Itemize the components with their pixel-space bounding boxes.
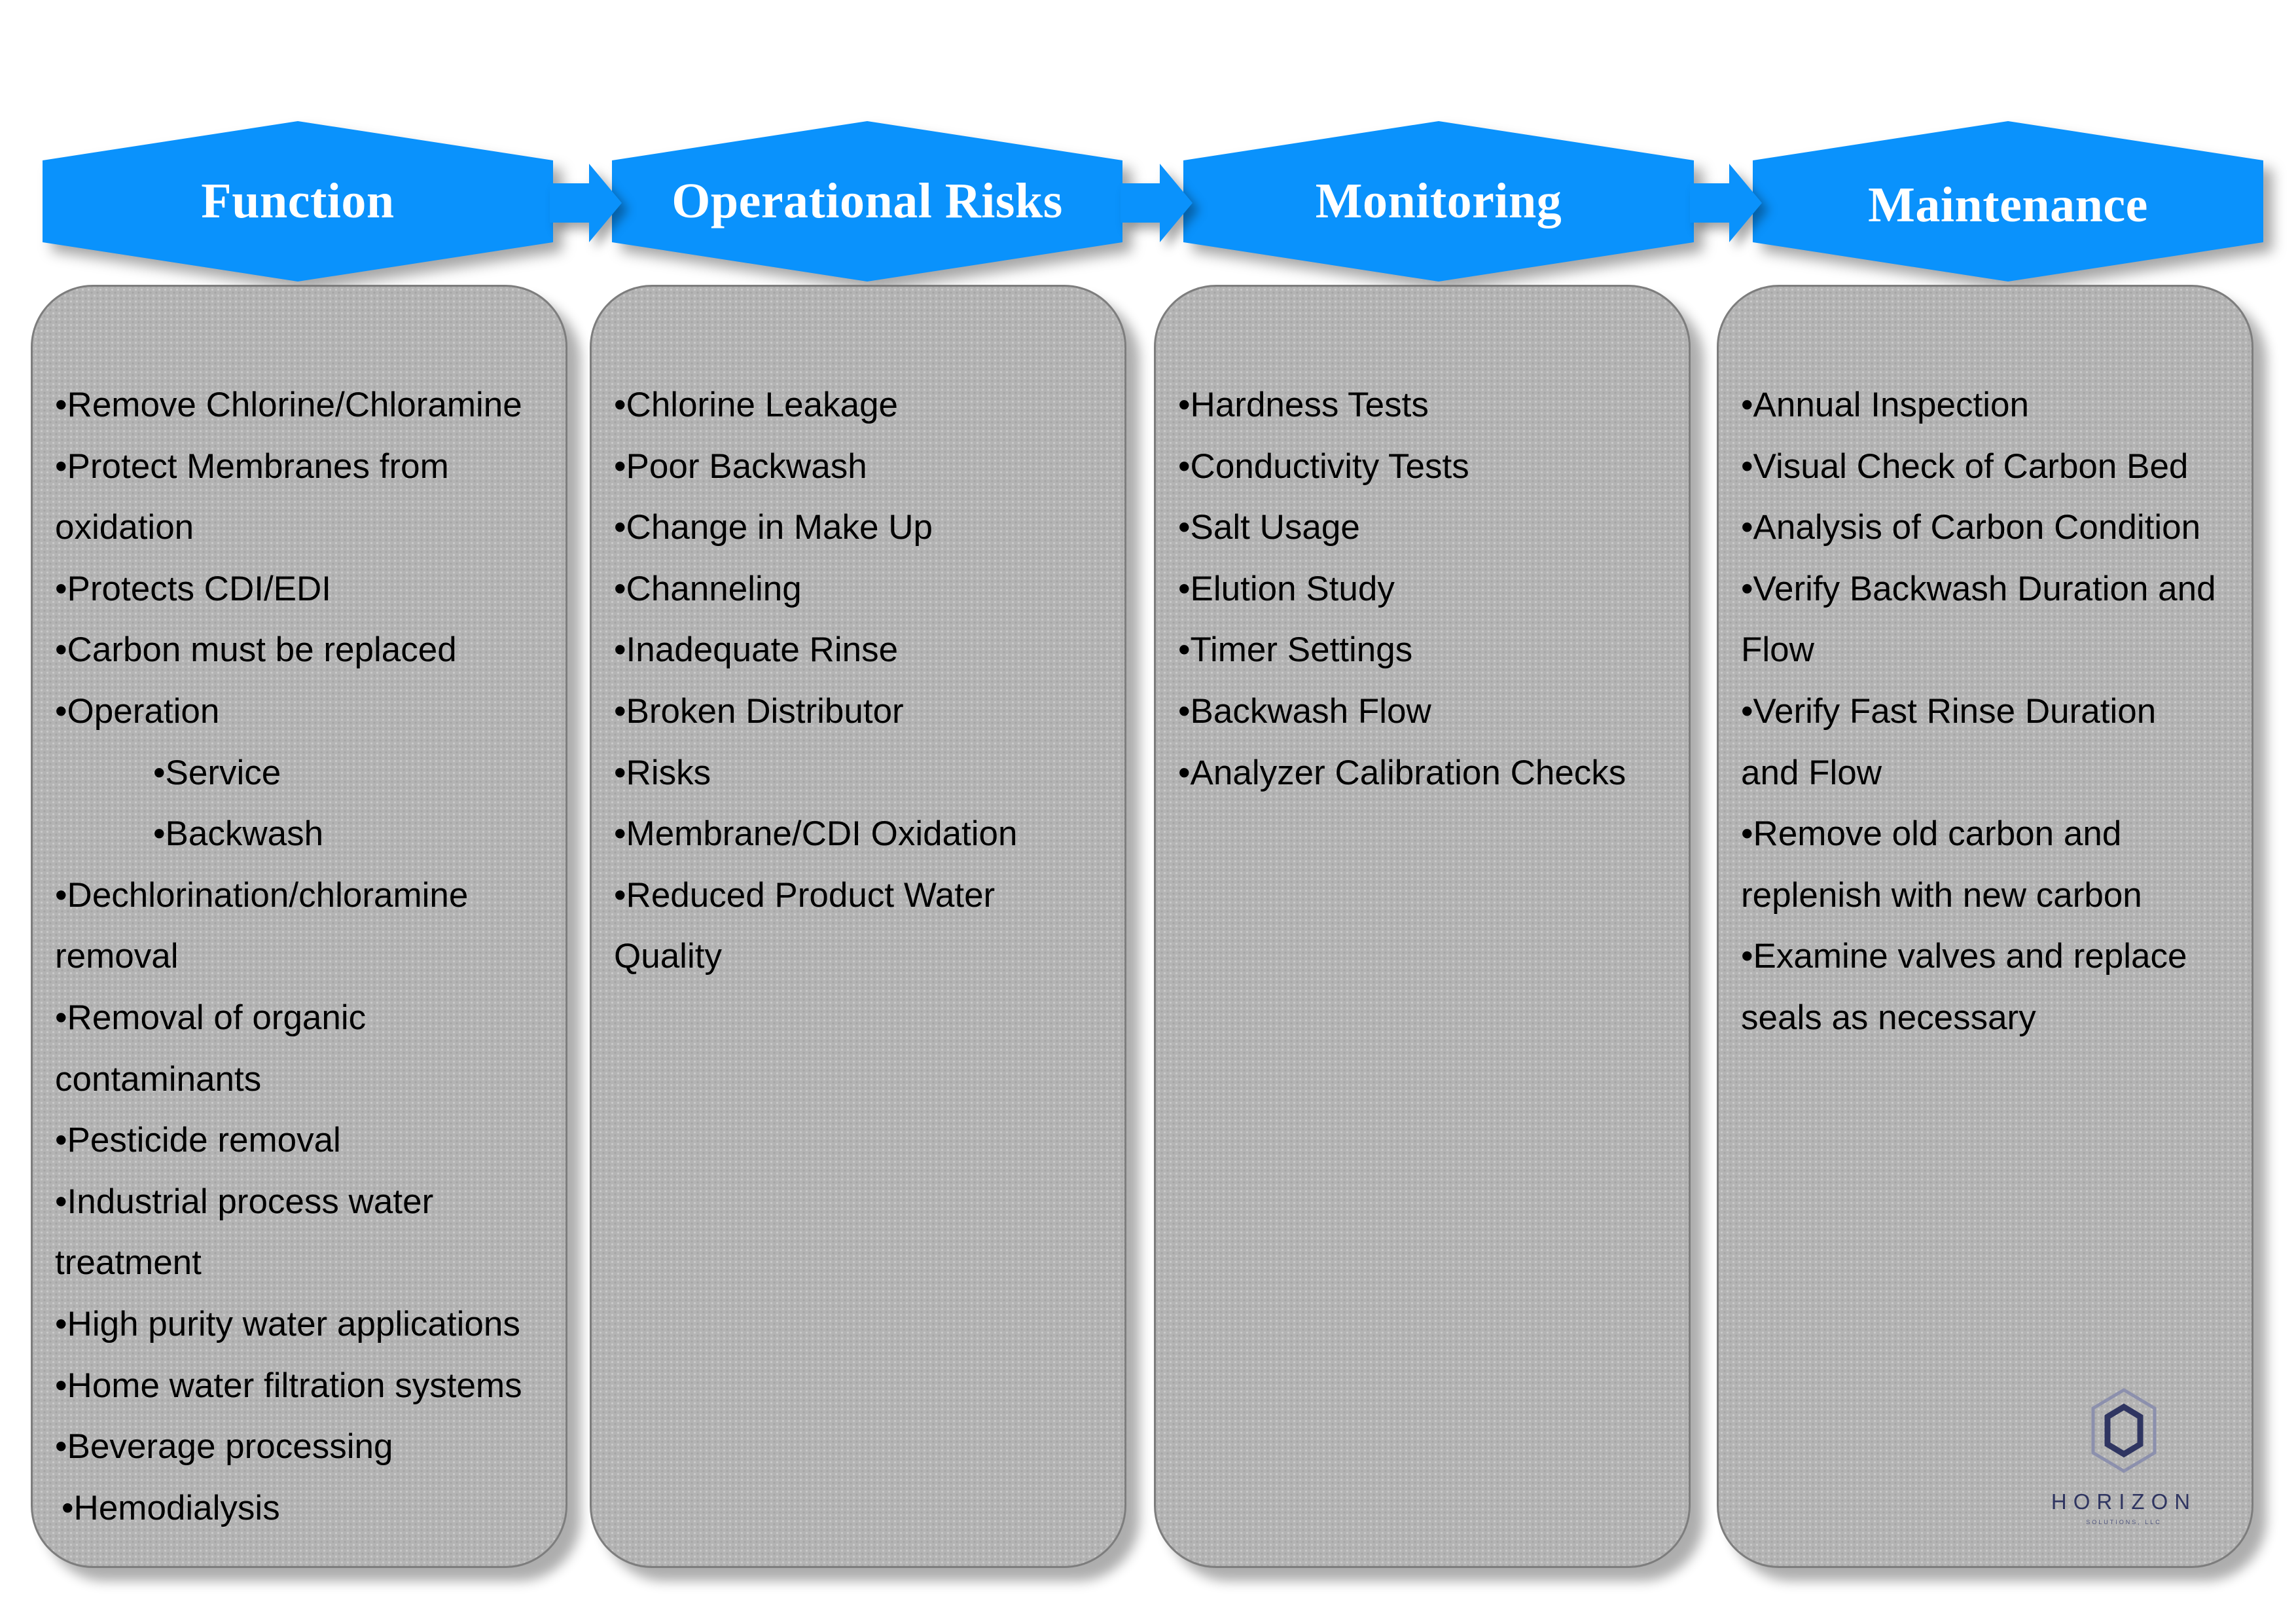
horizon-logo: HORIZON SOLUTIONS, LLC — [2039, 1385, 2209, 1535]
list-item: •Channeling — [614, 569, 802, 608]
list-item: •Remove Chlorine/Chloramine — [55, 386, 522, 424]
list-item: •Verify Backwash Duration and — [1741, 569, 2216, 608]
list-item: •Risks — [614, 753, 711, 792]
list-item: and Flow — [1741, 753, 1882, 792]
list-item: •Industrial process water — [55, 1182, 434, 1221]
monitoring-list: •Hardness Tests •Conductivity Tests •Sal… — [1178, 374, 1676, 803]
operational-risks-list: •Chlorine Leakage •Poor Backwash •Change… — [614, 374, 1111, 987]
list-item: •Examine valves and replace — [1741, 937, 2187, 976]
list-item: •Backwash Flow — [1178, 691, 1431, 731]
list-item: •Protects CDI/EDI — [55, 569, 332, 608]
list-item: Flow — [1741, 630, 1814, 670]
list-item: •Conductivity Tests — [1178, 447, 1469, 486]
list-item: •Hardness Tests — [1178, 386, 1429, 424]
list-item: •Beverage processing — [55, 1427, 393, 1467]
list-item: seals as necessary — [1741, 998, 2036, 1037]
logo-subtext: SOLUTIONS, LLC — [2086, 1519, 2162, 1525]
column-title-monitoring: Monitoring — [1315, 173, 1562, 228]
column-title-maintenance: Maintenance — [1868, 177, 2148, 232]
maintenance-list: •Annual Inspection •Visual Check of Carb… — [1741, 374, 2238, 1049]
list-item: •Operation — [55, 691, 220, 731]
list-item: •Elution Study — [1178, 569, 1395, 608]
list-item: •High purity water applications — [55, 1304, 520, 1343]
list-item: contaminants — [55, 1059, 262, 1099]
list-item: •Remove old carbon and — [1741, 814, 2122, 854]
list-item: •Change in Make Up — [614, 508, 933, 547]
list-item: •Protect Membranes from — [55, 447, 449, 486]
hexagon-logo-icon — [2091, 1388, 2157, 1473]
arrow-connector-1 — [550, 164, 622, 242]
panel-function: •Remove Chlorine/Chloramine •Protect Mem… — [31, 285, 567, 1568]
list-item: •Poor Backwash — [614, 447, 867, 486]
panel-maintenance: •Annual Inspection •Visual Check of Carb… — [1717, 285, 2253, 1568]
list-item: Quality — [614, 937, 722, 976]
panel-monitoring: •Hardness Tests •Conductivity Tests •Sal… — [1154, 285, 1691, 1568]
list-item: •Removal of organic — [55, 998, 367, 1037]
list-item: •Timer Settings — [1178, 630, 1413, 670]
list-item: •Inadequate Rinse — [614, 630, 899, 670]
list-item: removal — [55, 937, 179, 976]
logo-wordmark: HORIZON — [2051, 1489, 2197, 1514]
list-item: •Hemodialysis — [62, 1488, 280, 1527]
list-item: •Broken Distributor — [614, 691, 904, 731]
list-item: •Salt Usage — [1178, 508, 1360, 547]
banner-monitoring: Monitoring — [1183, 121, 1746, 282]
banner-maintenance: Maintenance — [1753, 121, 2296, 282]
list-item: replenish with new carbon — [1741, 875, 2142, 915]
list-item: •Home water filtration systems — [55, 1366, 522, 1405]
banner-operational-risks: Operational Risks — [612, 121, 1175, 282]
list-item: •Pesticide removal — [55, 1121, 341, 1160]
column-title-function: Function — [201, 173, 395, 228]
arrow-connector-3 — [1690, 164, 1762, 242]
list-item: •Chlorine Leakage — [614, 386, 899, 424]
list-item: •Analysis of Carbon Condition — [1741, 508, 2201, 547]
panel-operational-risks: •Chlorine Leakage •Poor Backwash •Change… — [590, 285, 1126, 1568]
list-item: •Visual Check of Carbon Bed — [1741, 447, 2189, 486]
list-item: •Dechlorination/chloramine — [55, 875, 469, 915]
list-subitem: •Backwash — [153, 814, 324, 854]
arrow-connector-2 — [1121, 164, 1193, 242]
banner-function: Function — [43, 121, 605, 282]
column-title-operational-risks: Operational Risks — [672, 173, 1063, 228]
list-item: •Analyzer Calibration Checks — [1178, 753, 1626, 792]
list-item: oxidation — [55, 508, 194, 547]
list-item: •Reduced Product Water — [614, 875, 996, 915]
list-subitem: •Service — [153, 753, 281, 792]
function-list: •Remove Chlorine/Chloramine •Protect Mem… — [55, 374, 552, 1539]
list-item: •Verify Fast Rinse Duration — [1741, 691, 2157, 731]
list-item: •Annual Inspection — [1741, 386, 2029, 424]
list-item: •Membrane/CDI Oxidation — [614, 814, 1018, 854]
list-item: treatment — [55, 1243, 202, 1283]
list-item: •Carbon must be replaced — [55, 630, 457, 670]
